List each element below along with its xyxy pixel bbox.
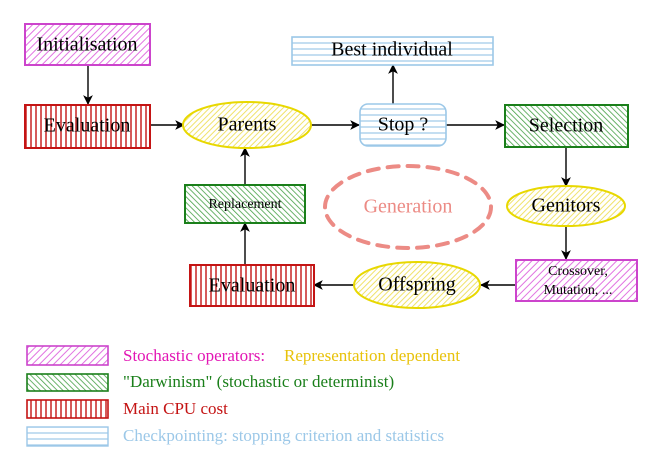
- generation-ellipse: [323, 164, 493, 250]
- genitors-ellipse[interactable]: [506, 185, 626, 227]
- evaluation-top-label: Evaluation: [44, 115, 131, 137]
- initialisation-box[interactable]: [24, 23, 151, 66]
- node-evaluation-top[interactable]: Evaluation: [24, 104, 151, 149]
- best-individual-label: Best individual: [331, 39, 453, 61]
- legend: Stochastic operators: Representation dep…: [26, 345, 460, 447]
- node-best-individual[interactable]: Best individual: [291, 36, 494, 66]
- legend-item-stochastic-operators: Stochastic operators: Representation dep…: [26, 345, 460, 366]
- legend-swatch-blue: [26, 426, 109, 447]
- replacement-label: Replacement: [208, 197, 281, 212]
- legend-swatch-red: [26, 399, 109, 419]
- legend-label-checkpointing: Checkpointing: stopping criterion and st…: [123, 426, 444, 445]
- node-generation: Generation: [323, 164, 493, 250]
- edges-layer: [83, 64, 571, 290]
- selection-label: Selection: [529, 115, 603, 137]
- parents-ellipse[interactable]: [182, 101, 312, 149]
- node-genitors[interactable]: Genitors: [506, 185, 626, 227]
- crossover-label-line2: Mutation, ...: [544, 283, 613, 298]
- genitors-label: Genitors: [532, 195, 601, 217]
- evaluation-top-box[interactable]: [24, 104, 151, 149]
- node-crossover-mutation[interactable]: Crossover, Mutation, ...: [515, 259, 638, 302]
- generation-label: Generation: [364, 196, 453, 218]
- offspring-ellipse[interactable]: [353, 261, 481, 309]
- node-offspring[interactable]: Offspring: [353, 261, 481, 309]
- crossover-label-line1: Crossover,: [548, 264, 608, 279]
- legend-label-stochastic-operators: Stochastic operators:: [123, 346, 265, 365]
- legend-label-darwinism: "Darwinism" (stochastic or determinist): [123, 372, 394, 391]
- legend-item-main-cpu-cost: Main CPU cost: [26, 399, 228, 419]
- legend-item-checkpointing: Checkpointing: stopping criterion and st…: [26, 426, 444, 447]
- crossover-mutation-box[interactable]: [515, 259, 638, 302]
- initialisation-label: Initialisation: [36, 34, 137, 56]
- evaluation-bottom-box[interactable]: [189, 264, 315, 307]
- replacement-box[interactable]: [184, 184, 306, 224]
- evaluation-bottom-label: Evaluation: [209, 275, 296, 297]
- selection-box[interactable]: [504, 104, 629, 148]
- stop-label: Stop ?: [378, 114, 429, 136]
- node-replacement[interactable]: Replacement: [184, 184, 306, 224]
- parents-label: Parents: [218, 114, 277, 136]
- legend-label-representation-dependent: Representation dependent: [284, 346, 460, 365]
- legend-swatch-magenta: [26, 345, 109, 366]
- node-initialisation[interactable]: Initialisation: [24, 23, 151, 66]
- node-selection[interactable]: Selection: [504, 104, 629, 148]
- legend-label-main-cpu-cost: Main CPU cost: [123, 399, 228, 418]
- stop-box[interactable]: [359, 103, 447, 147]
- node-stop[interactable]: Stop ?: [359, 103, 447, 147]
- legend-item-darwinism: "Darwinism" (stochastic or determinist): [26, 372, 394, 392]
- best-individual-box[interactable]: [291, 36, 494, 66]
- node-evaluation-bottom[interactable]: Evaluation: [189, 264, 315, 307]
- offspring-label: Offspring: [378, 274, 455, 296]
- legend-swatch-green: [26, 373, 109, 392]
- node-parents[interactable]: Parents: [182, 101, 312, 149]
